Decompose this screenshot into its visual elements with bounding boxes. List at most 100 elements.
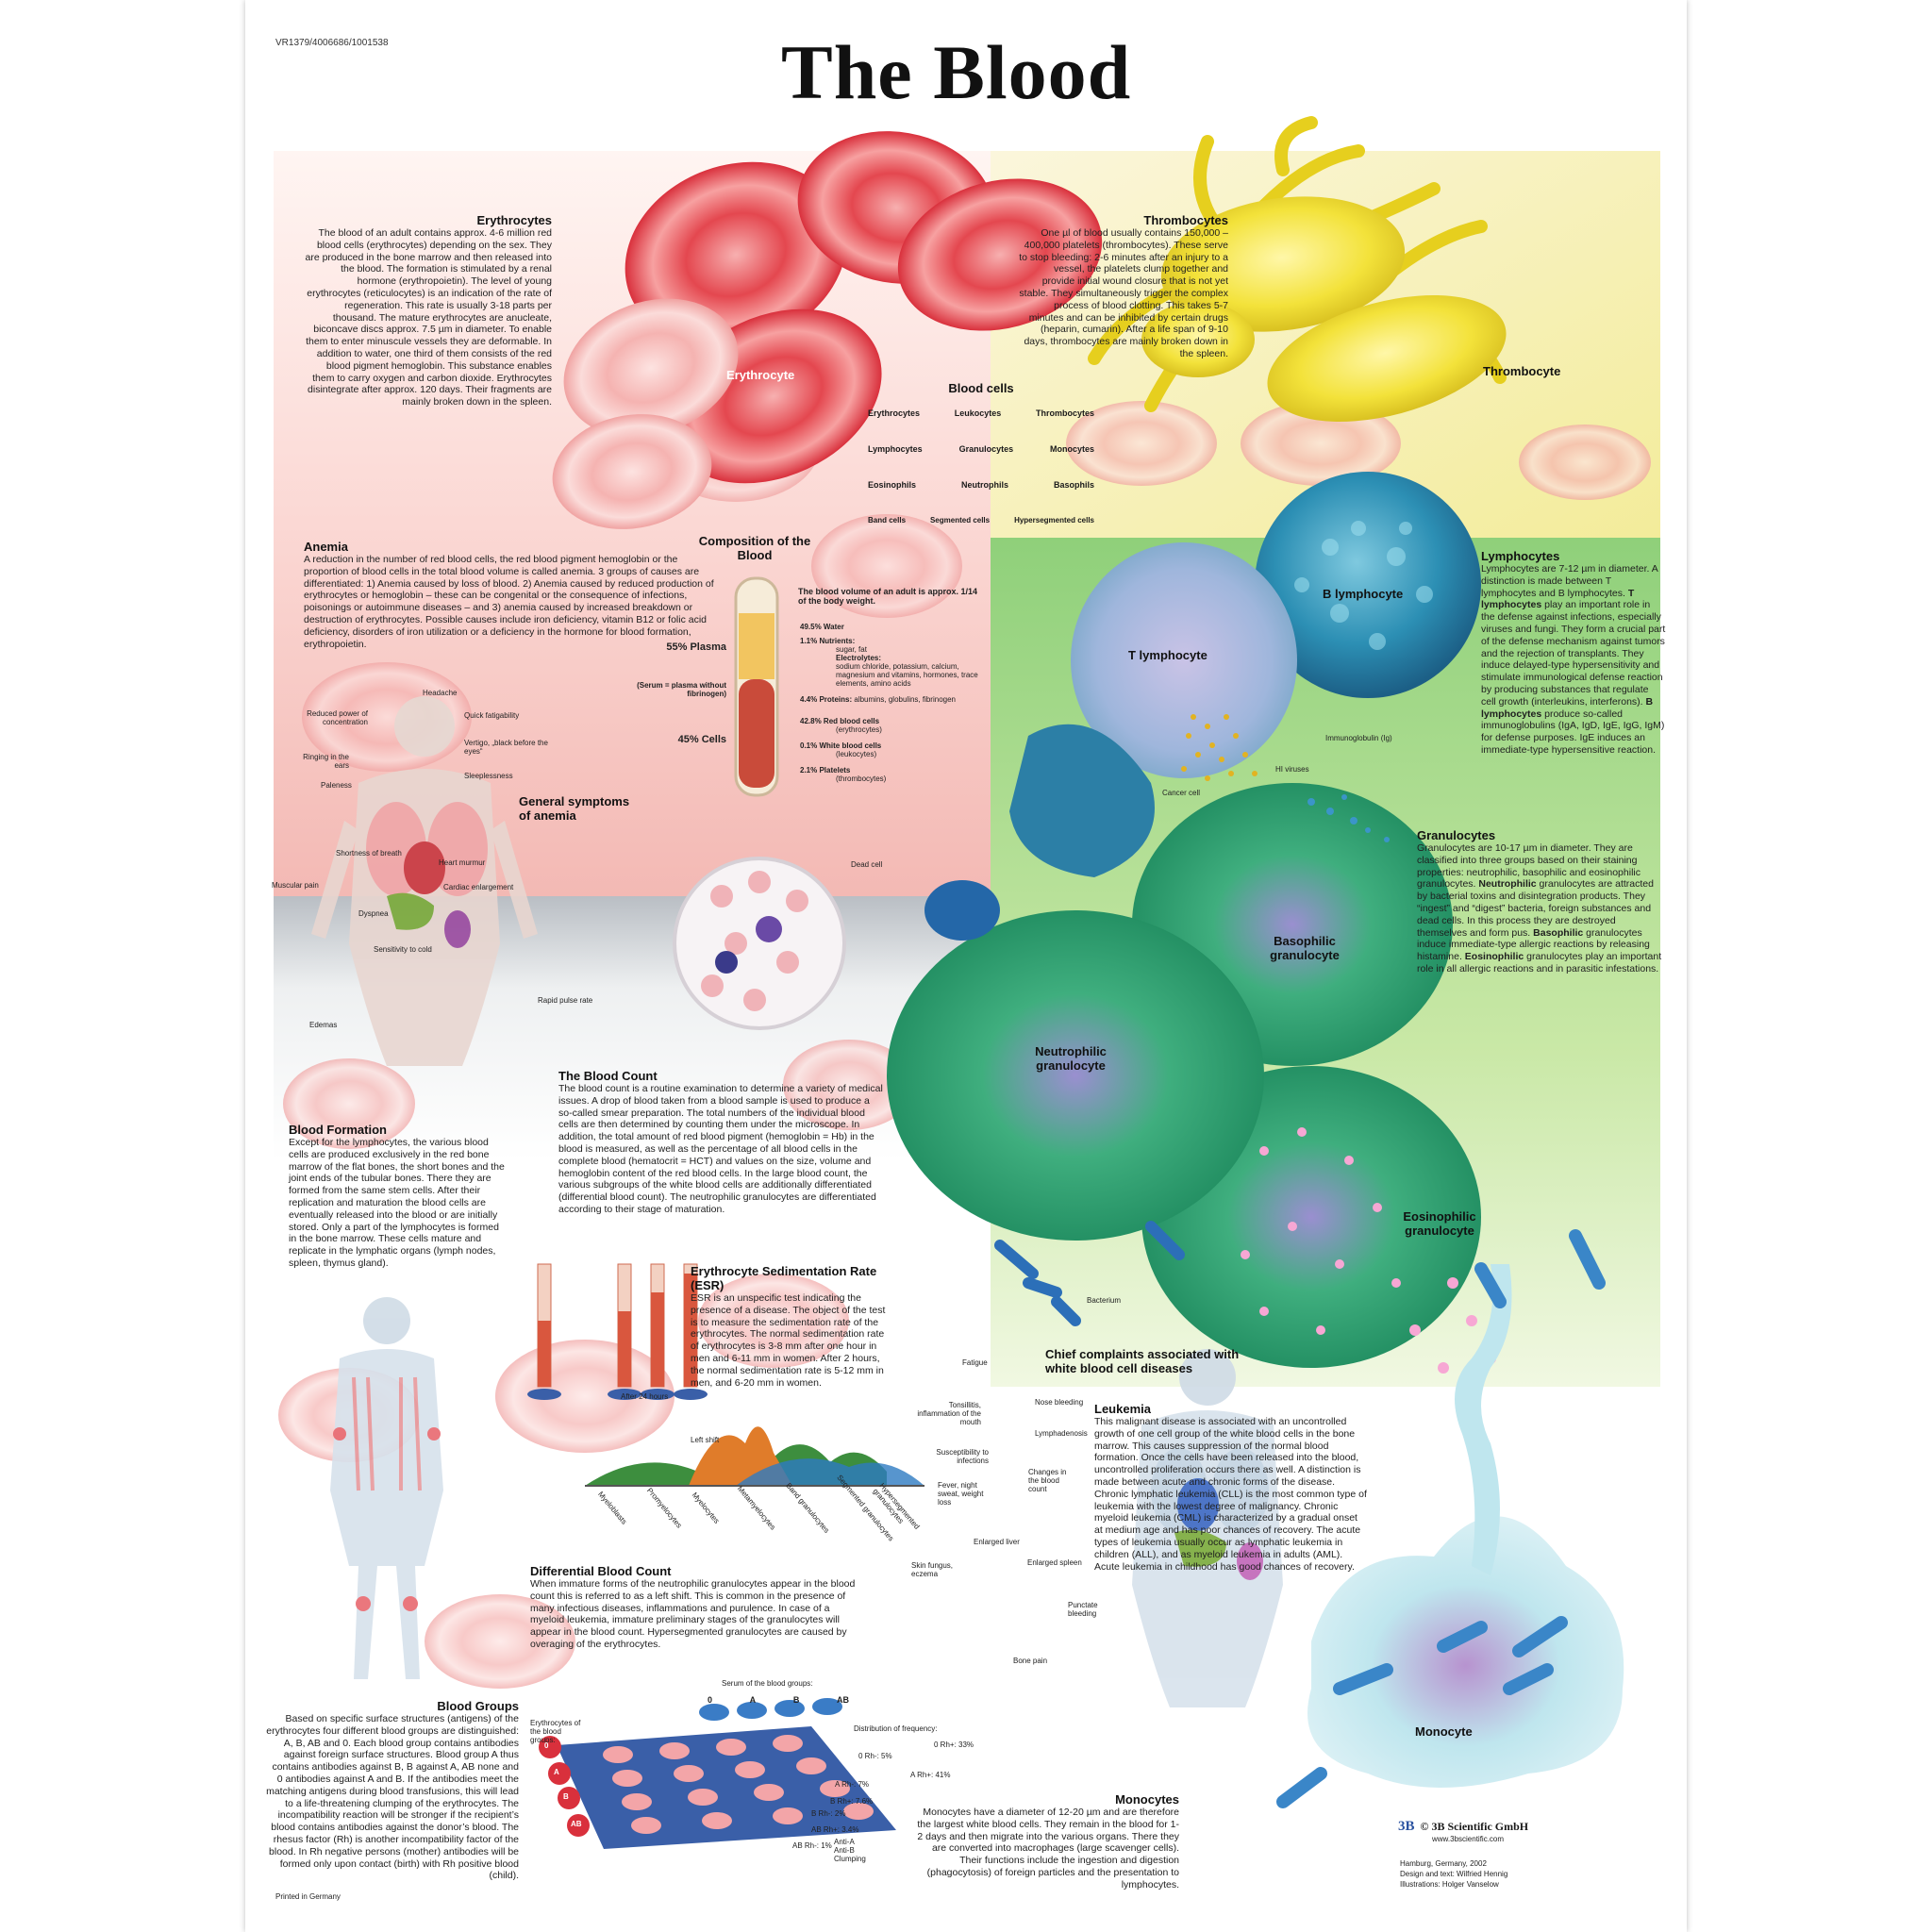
differential-count-illustration	[585, 1426, 924, 1487]
eosinophilic-label: Eosinophilic granulocyte	[1403, 1209, 1476, 1238]
dist-item: AB Rh-: 1%	[792, 1841, 832, 1850]
tree-leukocytes: Leukocytes	[954, 408, 1002, 418]
erythrocyte-illustration	[552, 131, 1103, 529]
blood-formation-heading: Blood Formation	[289, 1123, 387, 1137]
cancer-cell-label: Cancer cell	[1162, 789, 1201, 797]
tree-thrombocytes: Thrombocytes	[1035, 408, 1094, 418]
row-label: A	[554, 1768, 559, 1776]
b-lymphocyte-illustration	[1255, 472, 1481, 698]
background-art	[274, 116, 1660, 1849]
lymphocytes-heading: Lymphocytes	[1481, 549, 1560, 563]
anemia-body-illustration	[311, 696, 538, 1066]
blood-group-grid-illustration	[539, 1698, 896, 1849]
symptom-label: Sensitivity to cold	[374, 945, 432, 954]
complaint-label: Tonsillitis, inflammation of the mouth	[917, 1401, 981, 1426]
complaint-label: Bone pain	[1013, 1657, 1048, 1665]
dead-cell-label: Dead cell	[851, 860, 883, 869]
esr-text: ESR is an unspecific test indicating the…	[691, 1292, 886, 1389]
blood-formation-section: Blood Formation Except for the lymphocyt…	[289, 1123, 508, 1270]
differential-stages: Myeloblasts Promyelocytes Myelocytes Met…	[592, 1474, 932, 1551]
composition-item: 49.5% Water	[800, 623, 844, 631]
symptom-label: Ringing in the ears	[303, 753, 349, 770]
complaint-label: Nose bleeding	[1035, 1398, 1084, 1407]
differential-text: When immature forms of the neutrophilic …	[530, 1578, 856, 1650]
page-title: The Blood	[781, 29, 1132, 115]
composition-serum: (Serum = plasma without fibrinogen)	[637, 681, 726, 698]
bacterium-label: Bacterium	[1087, 1296, 1122, 1305]
thrombocyte-body	[1160, 196, 1406, 332]
blood-count-section: The Blood Count The blood count is a rou…	[558, 1069, 884, 1216]
erythrocytes-section: Erythrocytes The blood of an adult conta…	[302, 213, 552, 408]
erythrocyte-label: Erythrocyte	[726, 368, 795, 382]
thrombocytes-text: One µl of blood usually contains 150,000…	[1019, 227, 1228, 359]
monocytes-section: Monocytes Monocytes have a diameter of 1…	[915, 1792, 1179, 1891]
symptom-label: Rapid pulse rate	[538, 996, 593, 1005]
complaint-label: Susceptibility to infections	[936, 1448, 989, 1465]
immunoglobulin-label: Immunoglobulin (Ig)	[1325, 734, 1392, 742]
erythrocytes-heading: Erythrocytes	[476, 213, 552, 227]
monocyte-label: Monocyte	[1415, 1724, 1473, 1739]
tree-neutrophils: Neutrophils	[960, 480, 1008, 490]
symptom-label: Paleness	[321, 781, 352, 790]
stage-label: Myelocytes	[690, 1491, 722, 1525]
symptom-label: Dyspnea	[358, 909, 389, 918]
complaint-label: Punctate bleeding	[1068, 1601, 1098, 1618]
credit-design: Design and text: Wilfried Hennig	[1400, 1870, 1508, 1879]
distribution-label: Distribution of frequency:	[854, 1724, 938, 1733]
tree-monocytes: Monocytes	[1049, 444, 1094, 454]
complaint-label: Enlarged spleen	[1027, 1558, 1082, 1567]
lymphocytes-section: Lymphocytes Lymphocytes are 7-12 µm in d…	[1481, 549, 1666, 756]
symptom-label: Quick fatigability	[464, 711, 520, 720]
anemia-text: A reduction in the number of red blood c…	[304, 554, 714, 650]
tree-band-cells: Band cells	[868, 516, 907, 525]
t-lymphocyte-label: T lymphocyte	[1128, 648, 1208, 662]
leukemia-section: Leukemia This malignant disease is assoc…	[1094, 1402, 1368, 1573]
granulocytes-heading: Granulocytes	[1417, 828, 1496, 842]
tree-hypersegmented-cells: Hypersegmented cells	[1014, 516, 1094, 525]
monocytes-heading: Monocytes	[1115, 1792, 1179, 1807]
dead-cell-illustration	[924, 880, 1000, 941]
hi-viruses-label: HI viruses	[1275, 765, 1309, 774]
anemia-heading: Anemia	[304, 540, 348, 554]
esr-heading: Erythrocyte Sedimentation Rate (ESR)	[691, 1264, 877, 1292]
monocyte-illustration	[1307, 1516, 1624, 1788]
blood-formation-skeleton-illustration	[330, 1297, 443, 1679]
complaint-label: Enlarged liver	[974, 1538, 1020, 1546]
composition-plasma: 55% Plasma	[666, 641, 726, 653]
esr-tubes-illustration	[527, 1263, 708, 1400]
neutrophilic-granulocyte-illustration	[887, 910, 1264, 1241]
tree-basophils: Basophils	[1053, 480, 1094, 490]
tree-lymphocytes: Lymphocytes	[868, 444, 923, 454]
anemia-symptoms-heading: General symptoms of anemia	[519, 794, 630, 823]
row-label: 0	[544, 1741, 549, 1750]
symptom-label: Headache	[423, 689, 458, 697]
symptom-label: Edemas	[309, 1021, 338, 1029]
stage-label: Myeloblasts	[596, 1490, 629, 1526]
blood-count-text: The blood count is a routine examination…	[558, 1083, 883, 1215]
publisher-url: www.3bscientific.com	[1432, 1835, 1505, 1843]
blood-groups-text: Based on specific surface structures (an…	[266, 1713, 519, 1882]
granulocytes-section: Granulocytes Granulocytes are 10-17 µm i…	[1417, 828, 1662, 974]
composition-volume-note: The blood volume of an adult is approx. …	[798, 587, 978, 606]
row-label: AB	[571, 1820, 582, 1828]
poster-code: VR1379/4006686/1001538	[275, 38, 389, 48]
thrombocytes-heading: Thrombocytes	[1143, 213, 1228, 227]
composition-item: 42.8% Red blood cells(erythrocytes)	[800, 717, 882, 734]
leukemia-heading: Leukemia	[1094, 1402, 1151, 1416]
blood-groups-section: Blood Groups Based on specific surface s…	[264, 1699, 519, 1882]
basophilic-label: Basophilic granulocyte	[1270, 934, 1340, 962]
cancer-cell-illustration	[1009, 724, 1155, 877]
complaints-heading: Chief complaints associated with white b…	[1045, 1347, 1240, 1375]
dist-item: 0 Rh-: 5%	[858, 1752, 892, 1760]
symptom-label: Vertigo, „black before the eyes“	[464, 739, 548, 756]
erythrocytes-groups-label: Erythrocytes of the blood groups:	[530, 1719, 581, 1744]
tree-eosinophils: Eosinophils	[868, 480, 917, 490]
composition-item: 0.1% White blood cells(leukocytes)	[800, 741, 882, 758]
esr-caption: After 24 hours	[621, 1392, 669, 1401]
symptom-label: Reduced power of concentration	[307, 709, 368, 726]
composition-heading: Composition of the Blood	[698, 534, 811, 562]
b-lymphocyte-label: B lymphocyte	[1323, 587, 1404, 601]
publisher-name: © 3B Scientific GmbH	[1420, 1820, 1529, 1833]
symptom-label: Muscular pain	[272, 881, 319, 890]
